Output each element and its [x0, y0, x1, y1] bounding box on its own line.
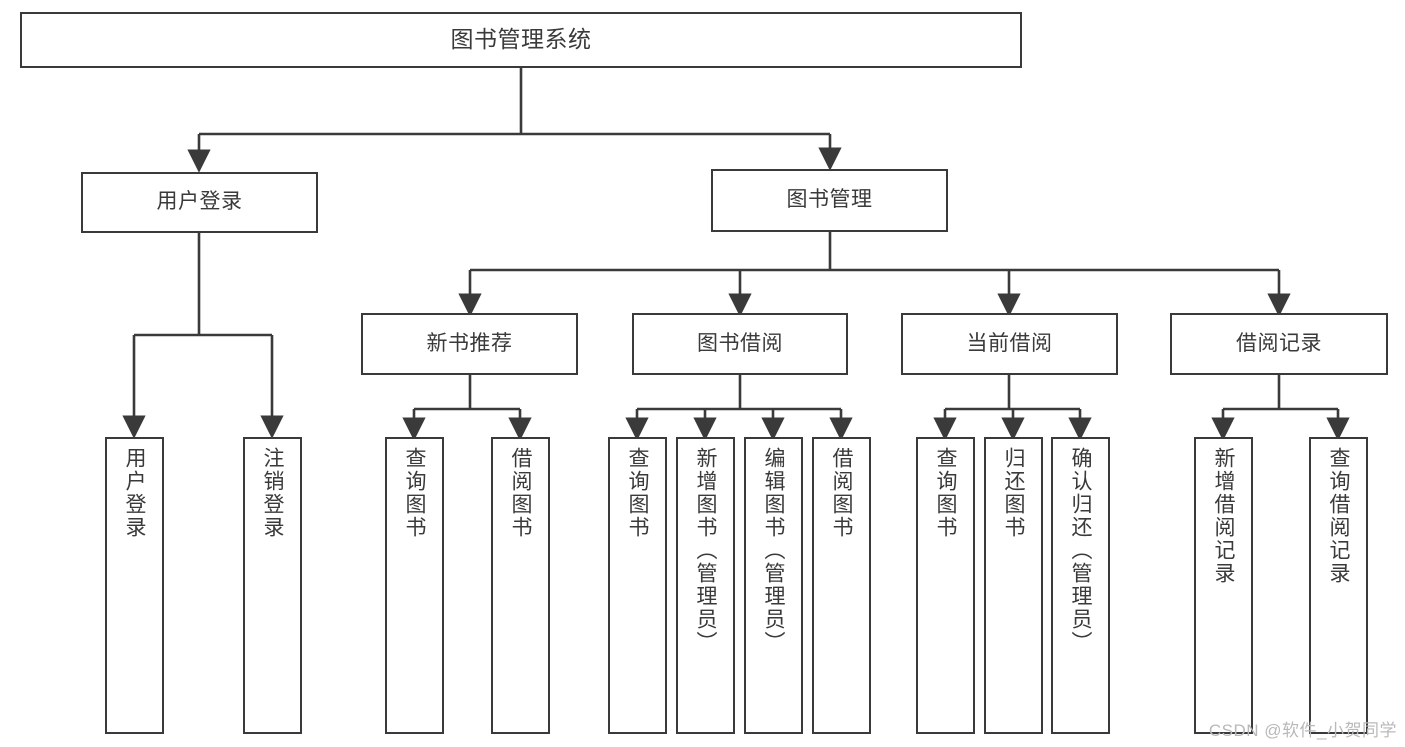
- node-current-borrow[interactable]: 当前借阅: [901, 313, 1118, 375]
- leaf-book-borrow-edit-book-admin-label: 编辑图书（管理员）: [762, 447, 785, 654]
- leaf-book-borrow-edit-book-admin[interactable]: 编辑图书（管理员）: [744, 437, 803, 734]
- node-root-book-management-system[interactable]: 图书管理系统: [20, 12, 1022, 68]
- node-borrow-record[interactable]: 借阅记录: [1170, 313, 1388, 375]
- leaf-book-borrow-add-book-admin-label: 新增图书（管理员）: [694, 447, 717, 654]
- leaf-current-borrow-confirm-return-admin-label: 确认归还（管理员）: [1069, 447, 1092, 654]
- leaf-new-book-query-book[interactable]: 查询图书: [385, 437, 444, 734]
- node-borrow-record-label: 借阅记录: [1236, 331, 1322, 355]
- node-new-book-recommend[interactable]: 新书推荐: [361, 313, 578, 375]
- leaf-current-borrow-return-book-label: 归还图书: [1002, 447, 1025, 539]
- leaf-borrow-record-query-record-label: 查询借阅记录: [1327, 447, 1350, 585]
- node-book-management-label: 图书管理: [786, 188, 873, 212]
- node-new-book-recommend-label: 新书推荐: [426, 331, 513, 355]
- node-current-borrow-label: 当前借阅: [966, 331, 1053, 355]
- leaf-current-borrow-return-book[interactable]: 归还图书: [984, 437, 1043, 734]
- node-book-management[interactable]: 图书管理: [711, 169, 948, 232]
- leaf-new-book-borrow-book[interactable]: 借阅图书: [491, 437, 550, 734]
- leaf-user-login-logout-label: 注销登录: [261, 447, 284, 539]
- node-root-label: 图书管理系统: [450, 26, 592, 53]
- node-user-login[interactable]: 用户登录: [81, 172, 318, 233]
- leaf-user-login-login-label: 用户登录: [123, 447, 146, 539]
- leaf-book-borrow-add-book-admin[interactable]: 新增图书（管理员）: [676, 437, 735, 734]
- leaf-current-borrow-query-book[interactable]: 查询图书: [916, 437, 975, 734]
- leaf-book-borrow-borrow-book[interactable]: 借阅图书: [812, 437, 871, 734]
- leaf-book-borrow-query-book[interactable]: 查询图书: [608, 437, 667, 734]
- leaf-current-borrow-query-book-label: 查询图书: [934, 447, 957, 539]
- leaf-current-borrow-confirm-return-admin[interactable]: 确认归还（管理员）: [1051, 437, 1110, 734]
- leaf-book-borrow-query-book-label: 查询图书: [626, 447, 649, 539]
- leaf-borrow-record-add-record-label: 新增借阅记录: [1212, 447, 1235, 585]
- leaf-user-login-login[interactable]: 用户登录: [105, 437, 164, 734]
- node-book-borrow[interactable]: 图书借阅: [632, 313, 848, 375]
- node-book-borrow-label: 图书借阅: [697, 331, 783, 355]
- node-user-login-label: 用户登录: [156, 190, 243, 214]
- leaf-user-login-logout[interactable]: 注销登录: [243, 437, 302, 734]
- leaf-borrow-record-query-record[interactable]: 查询借阅记录: [1309, 437, 1368, 734]
- leaf-borrow-record-add-record[interactable]: 新增借阅记录: [1194, 437, 1253, 734]
- csdn-watermark: CSDN @软件_小贺同学: [1208, 721, 1397, 740]
- leaf-new-book-borrow-book-label: 借阅图书: [509, 447, 532, 539]
- leaf-book-borrow-borrow-book-label: 借阅图书: [830, 447, 853, 539]
- leaf-new-book-query-book-label: 查询图书: [403, 447, 426, 539]
